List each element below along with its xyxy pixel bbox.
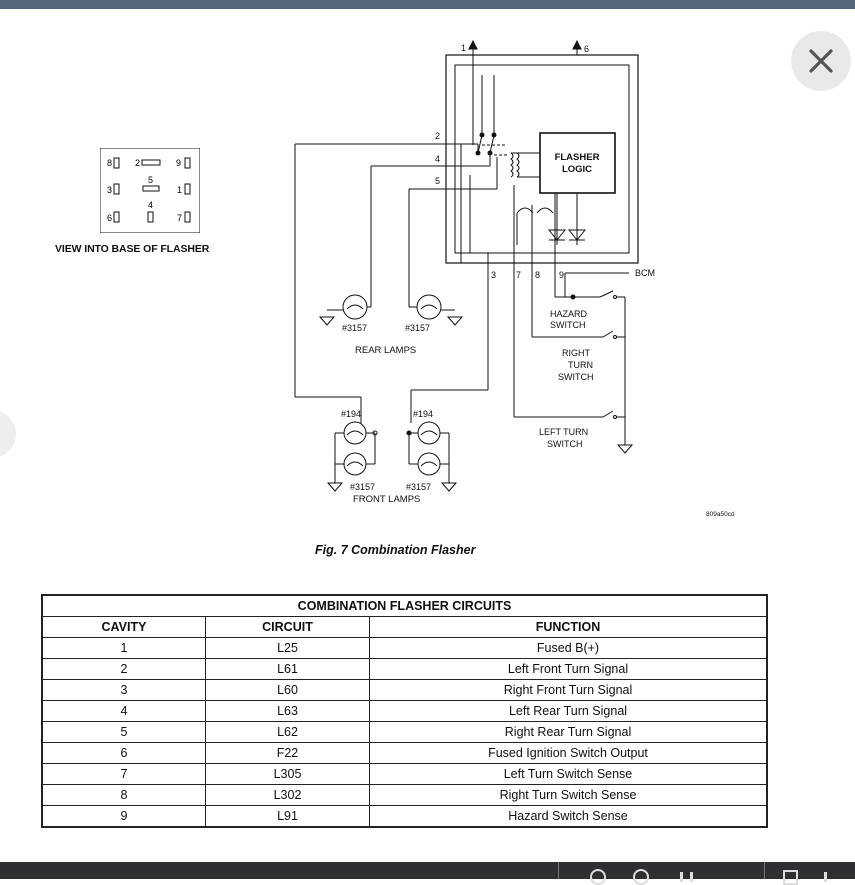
cell-cavity: 1 bbox=[41, 637, 206, 659]
rear-lamp-left-label: #3157 bbox=[342, 323, 367, 333]
front-top-left-label: #194 bbox=[341, 409, 361, 419]
cell-cavity: 5 bbox=[41, 721, 206, 743]
cell-cavity: 7 bbox=[41, 763, 206, 785]
cell-cavity: 3 bbox=[41, 679, 206, 701]
table-title: COMBINATION FLASHER CIRCUITS bbox=[41, 594, 768, 617]
front-bottom-left-label: #3157 bbox=[350, 482, 375, 492]
cell-circuit: L25 bbox=[205, 637, 370, 659]
base-pin-5: 5 bbox=[148, 175, 153, 185]
right-turn-switch-line3: SWITCH bbox=[558, 372, 594, 382]
zoom-in-icon[interactable] bbox=[590, 869, 606, 885]
flasher-logic-line2: LOGIC bbox=[562, 164, 592, 175]
rear-lamps-label: REAR LAMPS bbox=[355, 345, 416, 356]
cell-circuit: L62 bbox=[205, 721, 370, 743]
base-pin-6: 6 bbox=[107, 213, 112, 223]
cell-function: Right Front Turn Signal bbox=[369, 679, 768, 701]
flasher-housing bbox=[445, 54, 639, 264]
right-turn-switch-line2: TURN bbox=[568, 360, 593, 370]
cell-circuit: L61 bbox=[205, 658, 370, 680]
pin-3-label: 3 bbox=[491, 270, 496, 280]
toolbar-separator bbox=[764, 862, 765, 879]
cell-function: Right Turn Switch Sense bbox=[369, 784, 768, 806]
top-toolbar bbox=[0, 0, 855, 9]
base-pin-4: 4 bbox=[148, 200, 153, 210]
pin-9-label: 9 bbox=[559, 270, 564, 280]
rear-lamp-right-label: #3157 bbox=[405, 323, 430, 333]
cell-cavity: 2 bbox=[41, 658, 206, 680]
pin-5-label: 5 bbox=[435, 176, 440, 186]
base-pin-7: 7 bbox=[177, 213, 182, 223]
cell-function: Left Turn Switch Sense bbox=[369, 763, 768, 785]
close-icon bbox=[809, 49, 833, 73]
pin-4-label: 4 bbox=[435, 154, 440, 164]
toolbar-separator bbox=[558, 862, 559, 879]
cell-cavity: 6 bbox=[41, 742, 206, 764]
pin-8-label: 8 bbox=[535, 270, 540, 280]
base-pin-3: 3 bbox=[107, 185, 112, 195]
flasher-inner-frame bbox=[454, 64, 630, 254]
cell-function: Right Rear Turn Signal bbox=[369, 721, 768, 743]
col-header-cavity: CAVITY bbox=[41, 616, 206, 638]
flasher-base-view: 8 2 9 3 5 1 4 6 7 bbox=[100, 148, 200, 233]
wiring-diagram: 1 6 FLASHER LOGIC 2 4 5 3 7 8 9 bbox=[294, 39, 735, 518]
bcm-label: BCM bbox=[635, 268, 655, 278]
cell-circuit: L302 bbox=[205, 784, 370, 806]
hazard-switch-line1: HAZARD bbox=[550, 309, 588, 319]
figure-code: 809a50cd bbox=[706, 511, 735, 518]
base-view-caption: VIEW INTO BASE OF FLASHER bbox=[55, 243, 210, 255]
cell-cavity: 9 bbox=[41, 805, 206, 828]
base-pin-9: 9 bbox=[176, 158, 181, 168]
close-button[interactable] bbox=[791, 31, 851, 91]
hazard-switch-line2: SWITCH bbox=[550, 320, 586, 330]
cell-circuit: L63 bbox=[205, 700, 370, 722]
base-pin-2: 2 bbox=[135, 158, 140, 168]
cell-function: Fused Ignition Switch Output bbox=[369, 742, 768, 764]
cell-function: Left Front Turn Signal bbox=[369, 658, 768, 680]
flasher-logic-line1: FLASHER bbox=[555, 152, 600, 163]
pin-6-label: 6 bbox=[584, 44, 589, 54]
cell-cavity: 8 bbox=[41, 784, 206, 806]
base-pin-1: 1 bbox=[177, 185, 182, 195]
bottom-toolbar bbox=[0, 862, 855, 885]
previous-image-button[interactable] bbox=[0, 410, 16, 458]
circuits-table: COMBINATION FLASHER CIRCUITS CAVITY CIRC… bbox=[41, 594, 768, 828]
right-turn-switch-line1: RIGHT bbox=[562, 348, 591, 358]
left-turn-switch-line2: SWITCH bbox=[547, 439, 583, 449]
cell-circuit: F22 bbox=[205, 742, 370, 764]
front-bottom-right-label: #3157 bbox=[406, 482, 431, 492]
fullscreen-icon[interactable] bbox=[783, 870, 798, 885]
flasher-logic-box bbox=[539, 132, 616, 194]
left-turn-switch-line1: LEFT TURN bbox=[539, 427, 588, 437]
col-header-circuit: CIRCUIT bbox=[205, 616, 370, 638]
pause-icon-bar bbox=[690, 872, 693, 882]
pause-icon[interactable] bbox=[680, 872, 683, 882]
cell-function: Hazard Switch Sense bbox=[369, 805, 768, 828]
cell-function: Fused B(+) bbox=[369, 637, 768, 659]
menu-icon[interactable] bbox=[824, 872, 827, 882]
cell-cavity: 4 bbox=[41, 700, 206, 722]
base-pin-8: 8 bbox=[107, 158, 112, 168]
pin-2-label: 2 bbox=[435, 131, 440, 141]
front-top-right-label: #194 bbox=[413, 409, 433, 419]
cell-function: Left Rear Turn Signal bbox=[369, 700, 768, 722]
cell-circuit: L305 bbox=[205, 763, 370, 785]
front-lamps-label: FRONT LAMPS bbox=[353, 494, 420, 505]
cell-circuit: L60 bbox=[205, 679, 370, 701]
pin-1-label: 1 bbox=[461, 43, 466, 53]
search-icon[interactable] bbox=[633, 869, 649, 885]
figure-caption: Fig. 7 Combination Flasher bbox=[315, 543, 476, 557]
col-header-function: FUNCTION bbox=[369, 616, 768, 638]
cell-circuit: L91 bbox=[205, 805, 370, 828]
pin-7-label: 7 bbox=[516, 270, 521, 280]
